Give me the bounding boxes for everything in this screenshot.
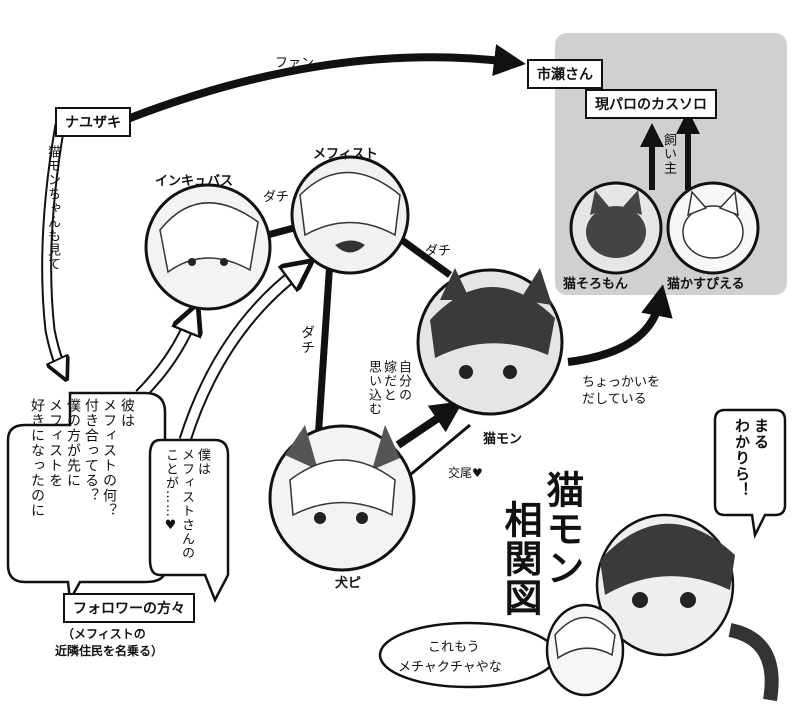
node-ichise: 市瀬さん [527,59,603,89]
followers-note-line2: 近隣住民を名乗る） [55,644,164,658]
node-genparo: 現パロのカスソロ [585,89,717,119]
mephisto-portrait [290,155,410,275]
follower-left-speech-bubble [6,391,167,605]
speech-nekomon: まる わかりら！ [733,418,770,498]
dachi-line-mephisto-nekomon [392,232,453,278]
node-incubus: インキュバス [155,174,234,189]
edge-omoikomi: 自分の 嫁だと 思い込む [366,360,411,416]
neko-kaspiel-portrait [666,181,760,275]
speech-follower-left: 彼は メフィストの何？ 付き合ってる？ 僕の方が先に メフィストを 好きになった… [29,398,135,518]
diagram-title-line1: 猫モン [540,470,584,587]
chokkai-arrow [567,284,673,366]
followers-note-line1: （メフィストの [62,627,146,641]
nekomon-chibi [595,513,779,702]
node-inupi: 犬ピ [335,576,362,591]
nayuzaki-down-arrow [43,124,62,370]
follower-arrow-left [136,318,192,399]
omoikomi-arrow [395,401,464,449]
neko-soromon-portrait [569,181,663,275]
node-nayuzaki: ナユザキ [55,107,131,137]
nekomon-portrait [416,268,564,416]
inupi-portrait [268,424,416,572]
incubus-speech-bubble [378,621,558,689]
node-nekomon: 猫モン [483,432,523,447]
diagram-title-line2: 相関図 [498,500,542,617]
speech-incubus-line1: これもう [428,640,480,655]
edge-chokkai: ちょっかいを だしている [582,375,661,407]
edge-fan: ファン [275,56,315,71]
nekomon-speech-bubble [713,408,787,540]
node-neko-kaspiel: 猫かすぴえる [667,277,745,292]
edge-dachi-1: ダチ [263,190,290,205]
dachi-line-mephisto-inupi [314,259,334,441]
koubi-line [409,423,471,477]
edge-koubi: 交尾♥ [448,466,483,480]
follower-arrow-right [180,270,300,442]
incubus-chibi [545,603,625,697]
edge-dachi-3: ダチ [299,325,315,355]
speech-follower-right: 僕は メフィストさんの ことが……♥ [163,448,210,560]
speech-incubus-line2: メチャクチャやな [398,660,502,675]
node-neko-soromon: 猫そろもん [563,277,629,292]
node-mephisto: メフィスト [313,147,378,162]
node-followers: フォロワーの方々 [63,593,195,623]
fan-arrow [123,44,526,124]
follower-right-speech-bubble [148,438,230,603]
edge-nekomon-mite: 猫モンちゃんも見て [45,145,60,271]
incubus-portrait [144,183,272,311]
edge-kaiinushi: 飼い主 [661,133,676,175]
edge-dachi-2: ダチ [425,244,452,259]
